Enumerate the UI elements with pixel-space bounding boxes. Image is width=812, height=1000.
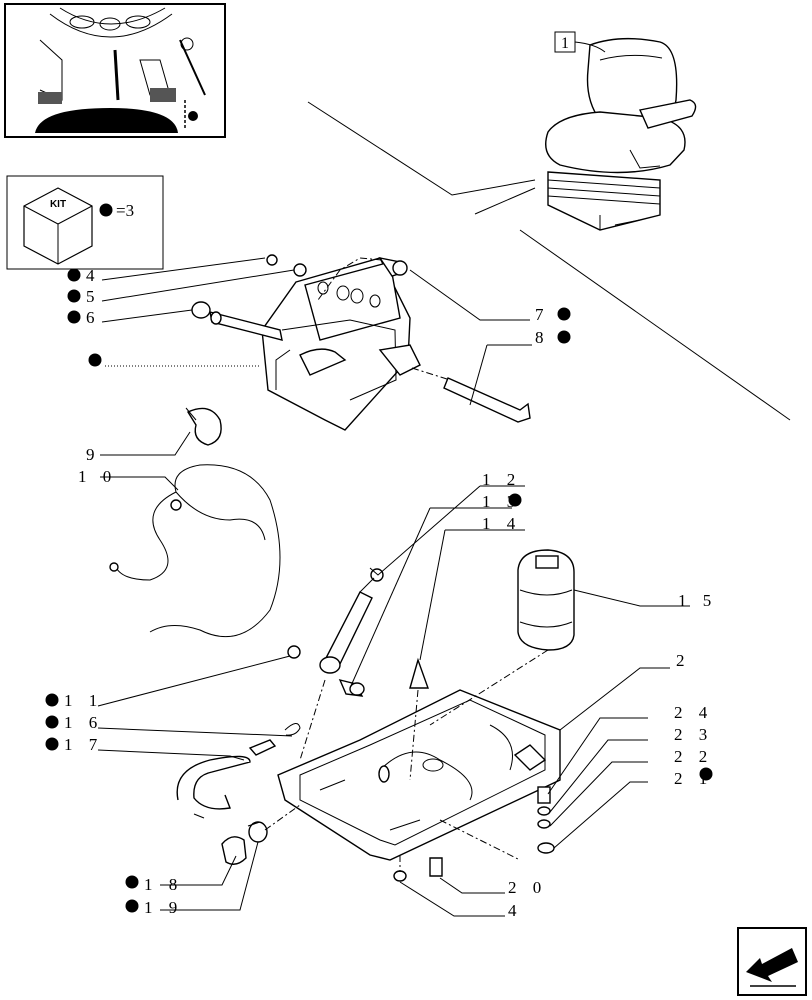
bushing-18: [221, 836, 247, 865]
tractor-cab-thumbnail[interactable]: [4, 3, 226, 138]
clip-9: [185, 407, 222, 446]
callout-10[interactable]: 1 0: [78, 467, 117, 486]
base-frame-2: [277, 689, 561, 861]
callout-19[interactable]: 1 9: [144, 898, 183, 917]
callout-14[interactable]: 1 4: [482, 514, 521, 533]
callout-7[interactable]: 7: [535, 305, 550, 324]
kit-bullet-icon: [99, 203, 113, 217]
gas-spring-small: [191, 301, 283, 341]
spring-clip-17: [176, 755, 251, 819]
upper-frame-assembly: [261, 257, 421, 431]
bullet-11-icon: [45, 693, 59, 707]
rod-8: [443, 377, 531, 423]
kit-label: KIT: [50, 199, 66, 210]
bullet-7-icon: [557, 307, 571, 321]
callout-17[interactable]: 1 7: [64, 735, 103, 754]
bolt-13: [338, 678, 365, 697]
bullet-4-icon: [67, 268, 81, 282]
fastener-stack-21-24: [537, 786, 555, 854]
callout-12[interactable]: 1 2: [482, 470, 521, 489]
callout-2[interactable]: 2: [676, 651, 691, 670]
washer-4a: [266, 254, 278, 266]
washer-11: [287, 645, 301, 659]
callout-21[interactable]: 2 1: [674, 769, 713, 788]
callout-22[interactable]: 2 2: [674, 747, 713, 766]
spring-16: [248, 723, 301, 756]
bushing-5: [293, 263, 307, 277]
bullet-5-icon: [67, 289, 81, 303]
kit-box-icon: KIT: [23, 187, 93, 265]
callout-1[interactable]: 1: [561, 35, 569, 52]
callout-24[interactable]: 2 4: [674, 703, 713, 722]
callout-20[interactable]: 2 0: [508, 878, 547, 897]
bullet-6-icon: [67, 310, 81, 324]
callout-15[interactable]: 1 5: [678, 591, 717, 610]
kit-box-legend: KIT =3: [6, 175, 164, 270]
cable-10: [109, 464, 281, 638]
callout-4a[interactable]: 4: [86, 266, 101, 285]
callout-18[interactable]: 1 8: [144, 875, 183, 894]
bullet-16-icon: [45, 715, 59, 729]
next-page-arrow-icon[interactable]: [737, 927, 807, 996]
air-cylinder-15: [517, 549, 575, 651]
seat-assembly: [545, 37, 697, 231]
callout-11[interactable]: 1 1: [64, 691, 103, 710]
callout-13[interactable]: 1 3: [482, 492, 521, 511]
callout-4b[interactable]: 4: [508, 901, 523, 920]
bullet-21-icon: [699, 767, 713, 781]
callout-5[interactable]: 5: [86, 287, 101, 306]
callout-8[interactable]: 8: [535, 328, 550, 347]
pin-7: [378, 256, 408, 277]
nut-4b: [393, 870, 407, 882]
callout-9[interactable]: 9: [86, 445, 101, 464]
bullet-13-icon: [508, 493, 522, 507]
bullet-18-icon: [125, 875, 139, 889]
kit-quantity: =3: [116, 201, 134, 220]
callout-6[interactable]: 6: [86, 308, 101, 327]
bullet-17-icon: [45, 737, 59, 751]
cone-14: [409, 657, 429, 689]
leader-lines: [97, 257, 690, 917]
bullet-frame-icon: [88, 353, 102, 367]
bolt-20: [429, 857, 443, 877]
callout-16[interactable]: 1 6: [64, 713, 103, 732]
bullet-8-icon: [557, 330, 571, 344]
gas-spring-12: [319, 568, 384, 674]
bushing-19: [247, 821, 268, 843]
bullets: [45, 268, 713, 913]
bullet-19-icon: [125, 899, 139, 913]
callout-labels: 4 5 6 7 8 9 1 0 1 2 1 3 1 4 1 5 2 1 1 1 …: [64, 266, 717, 920]
callout-23[interactable]: 2 3: [674, 725, 713, 744]
